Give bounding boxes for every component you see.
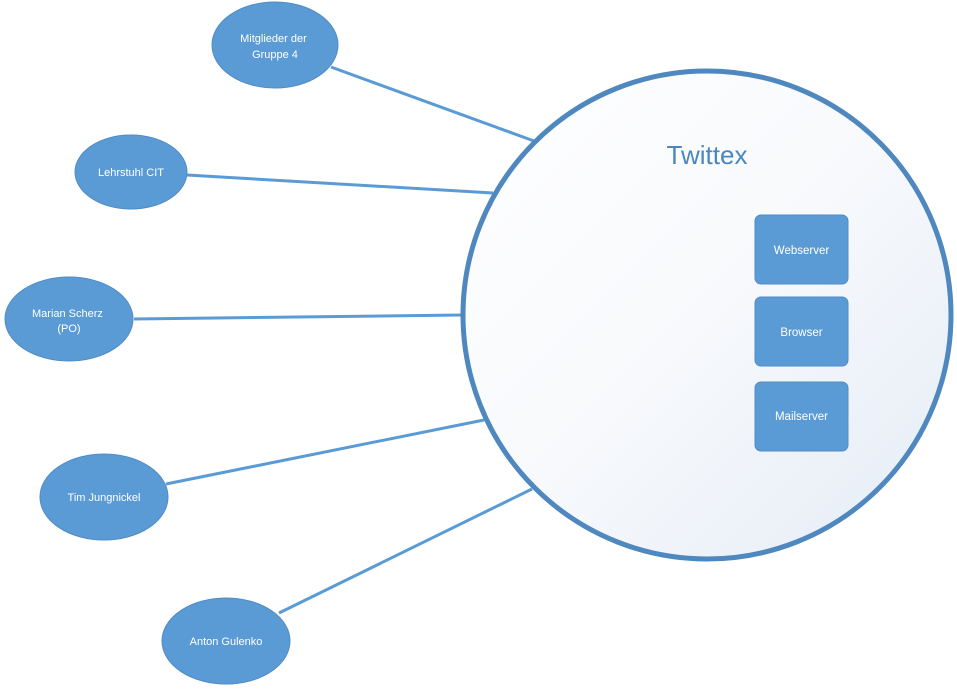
- stakeholder-lehrstuhl-cit[interactable]: Lehrstuhl CIT: [74, 134, 188, 210]
- stakeholder-gruppe-4[interactable]: Mitglieder der Gruppe 4: [211, 1, 339, 89]
- stakeholder-gruppe-4-ellipse: [211, 1, 339, 89]
- stakeholder-gruppe-4-line2: Gruppe 4: [252, 49, 298, 61]
- stakeholder-tim-jungnickel-ellipse: [39, 453, 169, 541]
- stakeholder-tim-jungnickel-label: Tim Jungnickel: [68, 492, 141, 504]
- stakeholder-tim-jungnickel[interactable]: Tim Jungnickel: [39, 453, 169, 541]
- connector-anton-gulenko: [278, 487, 533, 615]
- component-browser-box: [754, 296, 849, 367]
- connector-marian-scherz: [133, 313, 463, 321]
- stakeholders: Mitglieder der Gruppe 4 Lehrstuhl CIT Ma…: [4, 1, 339, 685]
- stakeholder-anton-gulenko[interactable]: Anton Gulenko: [161, 597, 291, 685]
- stakeholder-marian-scherz-line1: Marian Scherz: [32, 308, 103, 320]
- system-title: Twittex: [667, 140, 748, 170]
- stakeholder-marian-scherz[interactable]: Marian Scherz (PO): [4, 276, 134, 362]
- system-components: Webserver Browser Mailserver: [754, 214, 849, 452]
- connector-gruppe-4: [330, 65, 535, 143]
- stakeholder-anton-gulenko-ellipse: [161, 597, 291, 685]
- stakeholder-marian-scherz-line2: (PO): [57, 323, 80, 335]
- connector-lehrstuhl-cit: [186, 173, 494, 195]
- component-webserver[interactable]: Webserver: [754, 214, 849, 285]
- component-browser-label: Browser: [780, 327, 822, 339]
- component-webserver-label: Webserver: [774, 245, 830, 257]
- stakeholder-lehrstuhl-cit-ellipse: [74, 134, 188, 210]
- component-mailserver-box: [754, 381, 849, 452]
- stakeholder-marian-scherz-ellipse: [4, 276, 134, 362]
- component-browser[interactable]: Browser: [754, 296, 849, 367]
- stakeholder-lehrstuhl-cit-label: Lehrstuhl CIT: [98, 167, 164, 179]
- stakeholder-anton-gulenko-label: Anton Gulenko: [190, 636, 263, 648]
- stakeholder-gruppe-4-line1: Mitglieder der: [240, 33, 307, 45]
- component-mailserver-label: Mailserver: [775, 411, 828, 423]
- component-webserver-box: [754, 214, 849, 285]
- connectors: [133, 65, 535, 615]
- stakeholder-marian-scherz-label: Marian Scherz (PO): [32, 308, 106, 335]
- component-mailserver[interactable]: Mailserver: [754, 381, 849, 452]
- stakeholder-gruppe-4-label: Mitglieder der Gruppe 4: [240, 33, 310, 61]
- connector-tim-jungnickel: [165, 418, 485, 486]
- system-boundary: Twittex: [460, 68, 954, 562]
